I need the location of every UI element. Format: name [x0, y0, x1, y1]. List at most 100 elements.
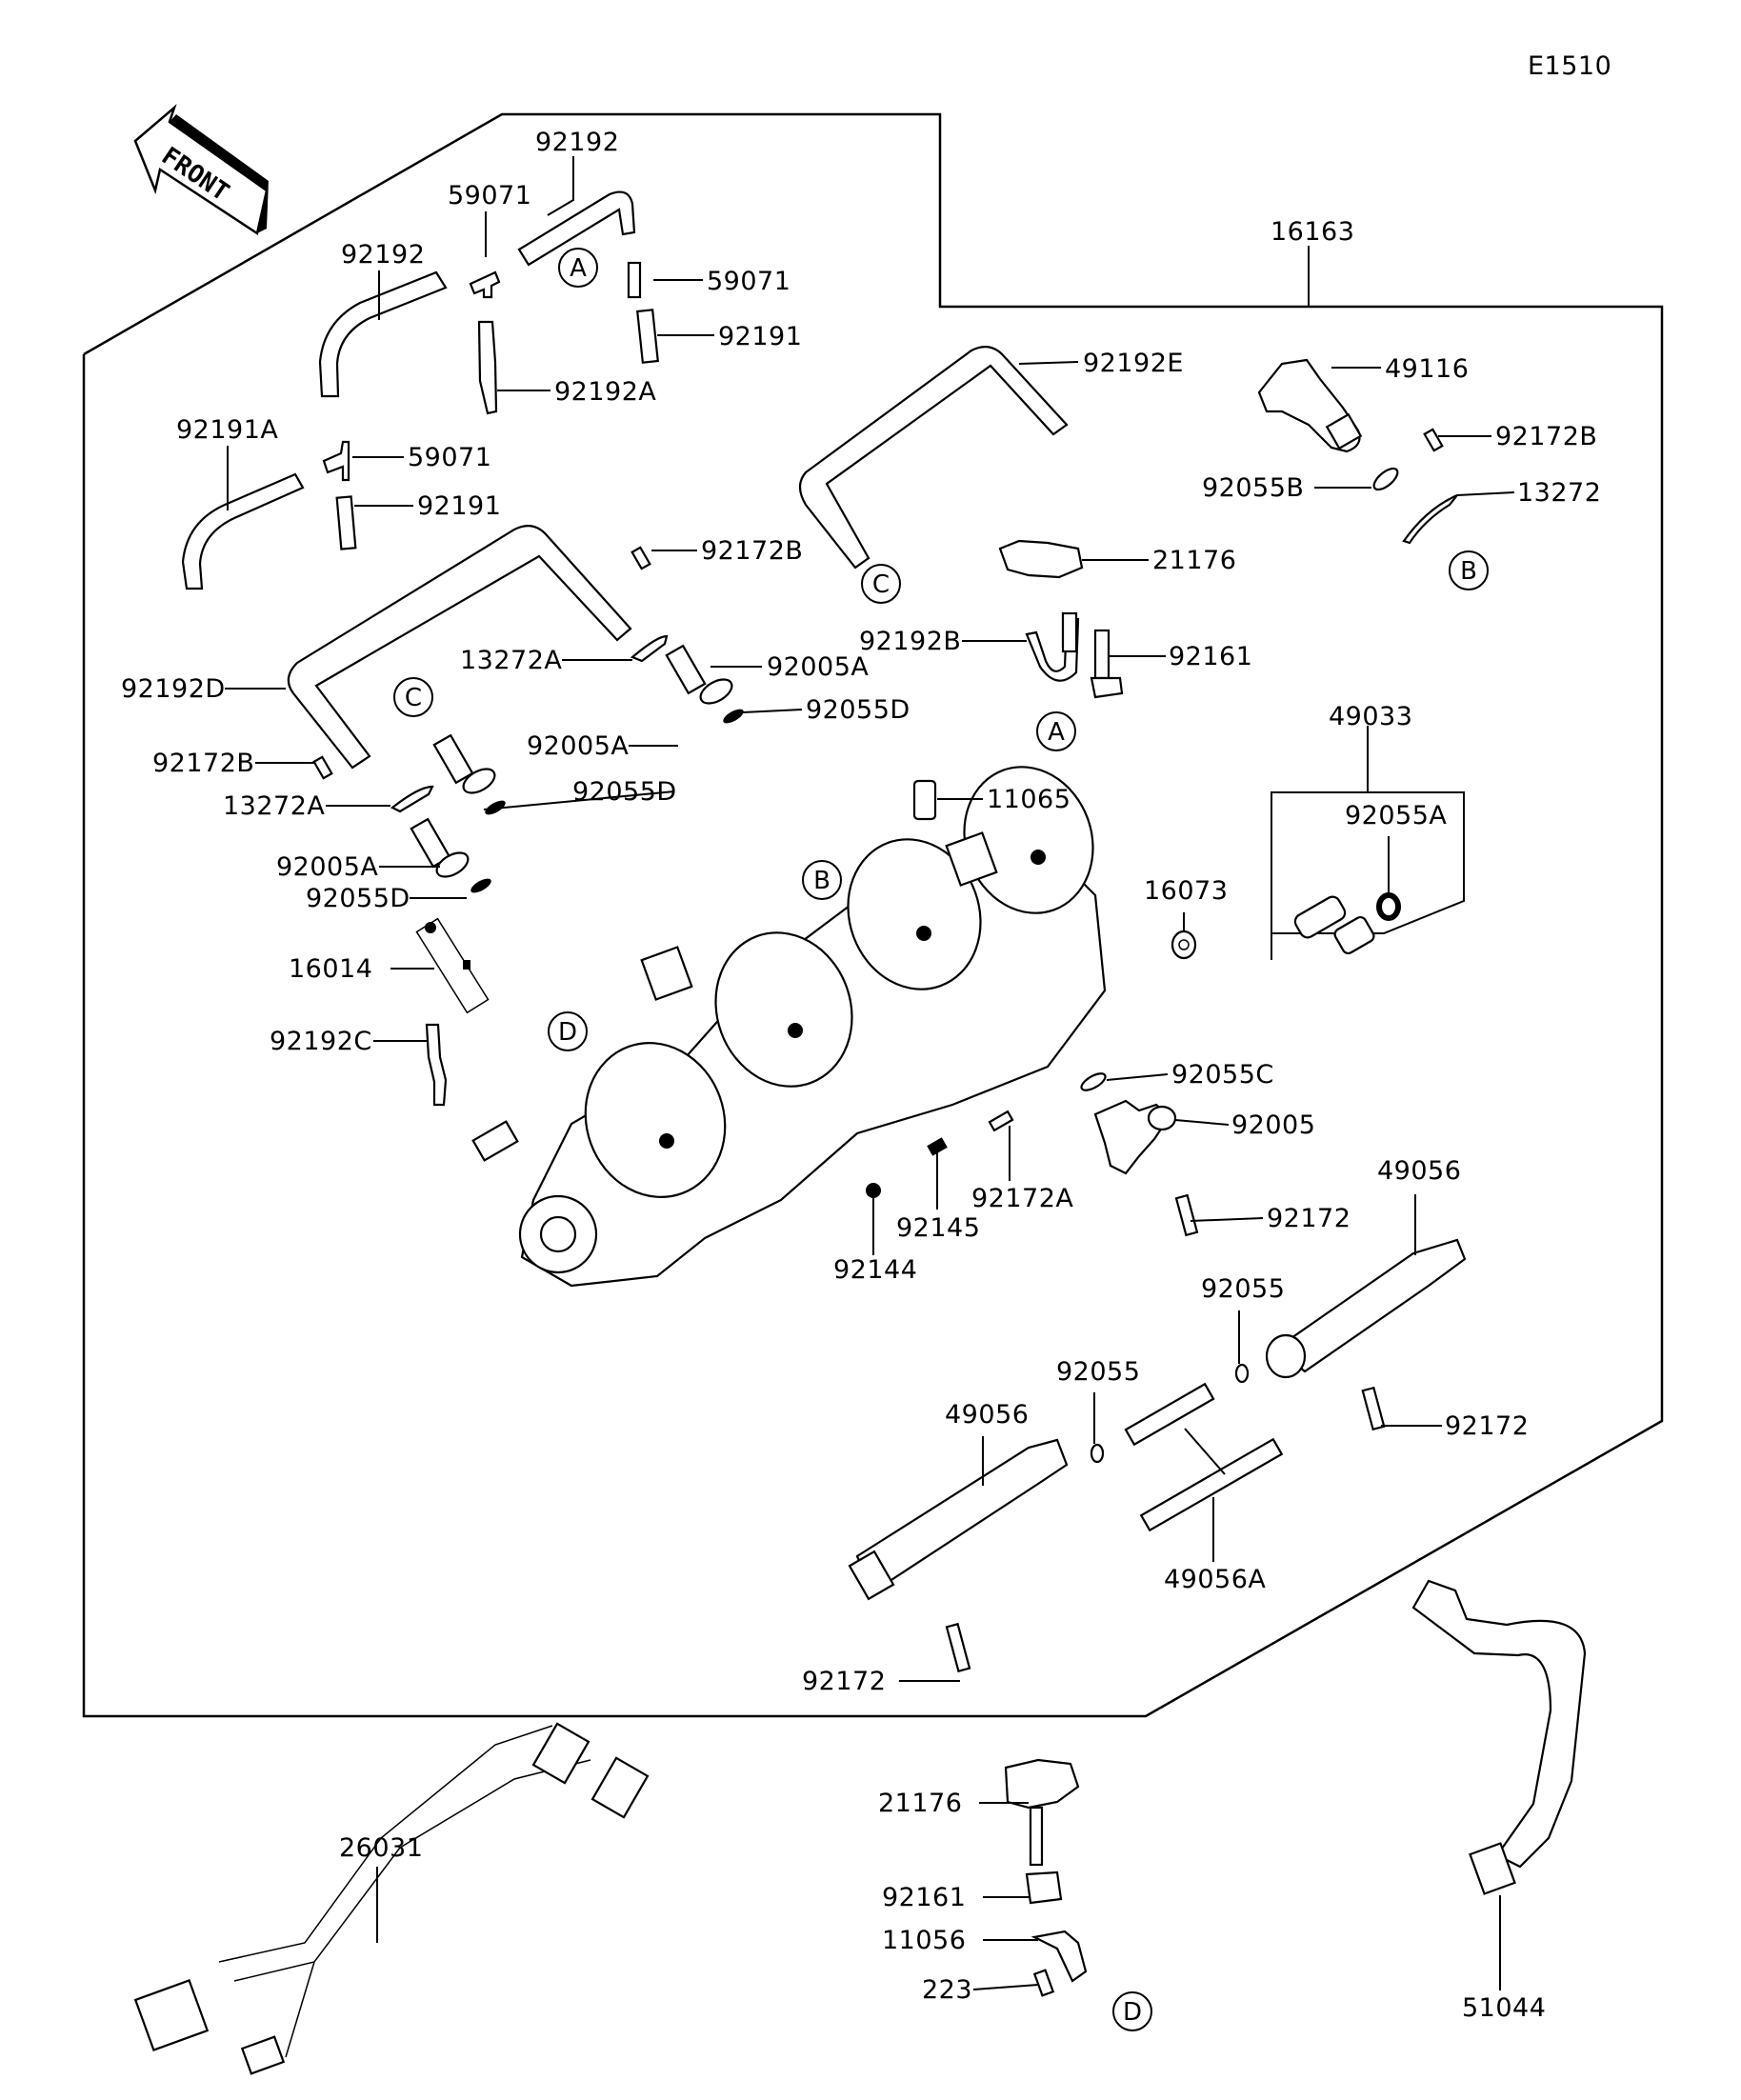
- part-label-92192: 92192: [341, 240, 425, 270]
- marker-letter: D: [558, 1018, 577, 1047]
- diagram-code: E1510: [1528, 51, 1611, 81]
- part-label-16073: 16073: [1144, 876, 1228, 906]
- oring-92055-right: [1234, 1363, 1250, 1384]
- part-label-92005a: 92005A: [276, 852, 378, 882]
- screw-92172A: [988, 1110, 1014, 1132]
- oring-92055A: [1376, 892, 1401, 921]
- grommet-16073: [1171, 930, 1197, 960]
- hose-92192D: [287, 525, 632, 770]
- part-label-92161: 92161: [882, 1883, 966, 1912]
- clamp-13272A-1: [630, 634, 669, 663]
- part-label-92055a: 92055A: [1345, 801, 1447, 830]
- part-label-92055c: 92055C: [1171, 1060, 1274, 1090]
- plug-92144: [866, 1183, 881, 1198]
- marker-circle: [861, 564, 901, 604]
- part-label-59071: 59071: [448, 181, 531, 210]
- part-label-49033: 49033: [1329, 702, 1412, 731]
- hose-92192-upper: [517, 190, 636, 267]
- leader-line: [1190, 1217, 1264, 1222]
- part-label-92191: 92191: [718, 322, 802, 351]
- part-label-26031: 26031: [339, 1833, 423, 1863]
- reference-marker-d: D: [1112, 1991, 1152, 2031]
- assembly-frame: [82, 112, 1664, 1718]
- leader-line: [1106, 1073, 1169, 1081]
- part-label-92172a: 92172A: [971, 1184, 1073, 1213]
- leader-line: [1018, 361, 1079, 365]
- marker-letter: B: [813, 867, 830, 895]
- part-label-92172b: 92172B: [701, 536, 803, 566]
- hose-92191-upper: [636, 309, 659, 364]
- fuel-rail-49056-left: [848, 1438, 1069, 1601]
- hose-92191A: [181, 472, 305, 590]
- screw-223: [1032, 1969, 1055, 1997]
- reference-marker-c: C: [861, 564, 901, 604]
- hose-92192-left: [318, 270, 448, 398]
- bolt-92172B-1: [630, 546, 651, 570]
- reference-marker-b: B: [802, 860, 842, 900]
- part-label-92005a: 92005A: [767, 652, 869, 682]
- marker-circle: [558, 248, 598, 288]
- part-label-92005a: 92005A: [527, 731, 629, 761]
- leader-line: [547, 156, 574, 216]
- marker-letter: C: [405, 684, 422, 712]
- hose-92191-lower: [335, 495, 357, 550]
- screw-kit-16014: [415, 917, 490, 1014]
- part-label-16163: 16163: [1271, 217, 1354, 247]
- leader-lines: [225, 156, 1515, 1990]
- part-label-49056a: 49056A: [1164, 1565, 1266, 1594]
- part-label-92191: 92191: [417, 491, 501, 521]
- leader-line: [483, 790, 675, 810]
- part-label-49056: 49056: [1377, 1156, 1461, 1186]
- hose-92192C: [425, 1023, 448, 1107]
- sensor-21176-lower: [1004, 1758, 1080, 1867]
- marker-circle: [1449, 550, 1489, 590]
- part-label-92055d: 92055D: [306, 884, 410, 913]
- bolt-92172-3: [945, 1622, 971, 1673]
- part-label-92192e: 92192E: [1083, 349, 1184, 378]
- part-label-92192: 92192: [535, 128, 619, 157]
- leader-line: [742, 709, 803, 713]
- part-label-92055: 92055: [1201, 1274, 1285, 1304]
- clamp-13272A-2: [390, 785, 434, 813]
- nipple-92005A-2: [432, 733, 496, 794]
- part-label-13272a: 13272A: [460, 646, 562, 675]
- part-label-92161: 92161: [1169, 642, 1252, 671]
- marker-letter: B: [1460, 557, 1477, 586]
- tee-fitting-59071-c: [322, 440, 350, 482]
- leader-line: [1456, 491, 1515, 496]
- part-label-21176: 21176: [878, 1789, 962, 1818]
- part-label-92055: 92055: [1056, 1357, 1140, 1387]
- part-label-49116: 49116: [1385, 354, 1469, 384]
- part-label-13272: 13272: [1517, 478, 1601, 508]
- marker-letter: D: [1123, 1998, 1142, 2027]
- marker-circle: [548, 1011, 588, 1051]
- hose-92192E: [798, 346, 1069, 570]
- part-label-92144: 92144: [833, 1255, 917, 1285]
- part-label-92172: 92172: [802, 1667, 886, 1696]
- part-label-92192c: 92192C: [270, 1027, 372, 1056]
- part-label-16014: 16014: [289, 954, 372, 984]
- leader-line: [1174, 1119, 1230, 1126]
- marker-letter: C: [872, 570, 890, 599]
- reference-marker-b: B: [1449, 550, 1489, 590]
- part-label-49056: 49056: [945, 1400, 1029, 1430]
- part-label-92192d: 92192D: [121, 674, 226, 704]
- part-label-92192a: 92192A: [554, 377, 656, 407]
- part-label-51044: 51044: [1462, 1993, 1546, 2023]
- sensor-49116: [1257, 358, 1363, 453]
- part-label-92191a: 92191A: [176, 415, 278, 445]
- part-labels: 921925907192192590719219192192A92191A590…: [121, 128, 1601, 2023]
- reference-marker-d: D: [548, 1011, 588, 1051]
- oring-92055B: [1372, 467, 1399, 491]
- part-label-92172b: 92172B: [1495, 422, 1597, 451]
- marker-circle: [1112, 1991, 1152, 2031]
- cap-11065: [912, 779, 937, 821]
- tee-fitting-59071-b: [627, 261, 642, 299]
- elbow-92005: [1093, 1099, 1177, 1175]
- leader-line: [972, 1984, 1039, 1990]
- marker-letter: A: [570, 254, 587, 283]
- part-label-92172b: 92172B: [152, 749, 254, 778]
- marker-circle: [802, 860, 842, 900]
